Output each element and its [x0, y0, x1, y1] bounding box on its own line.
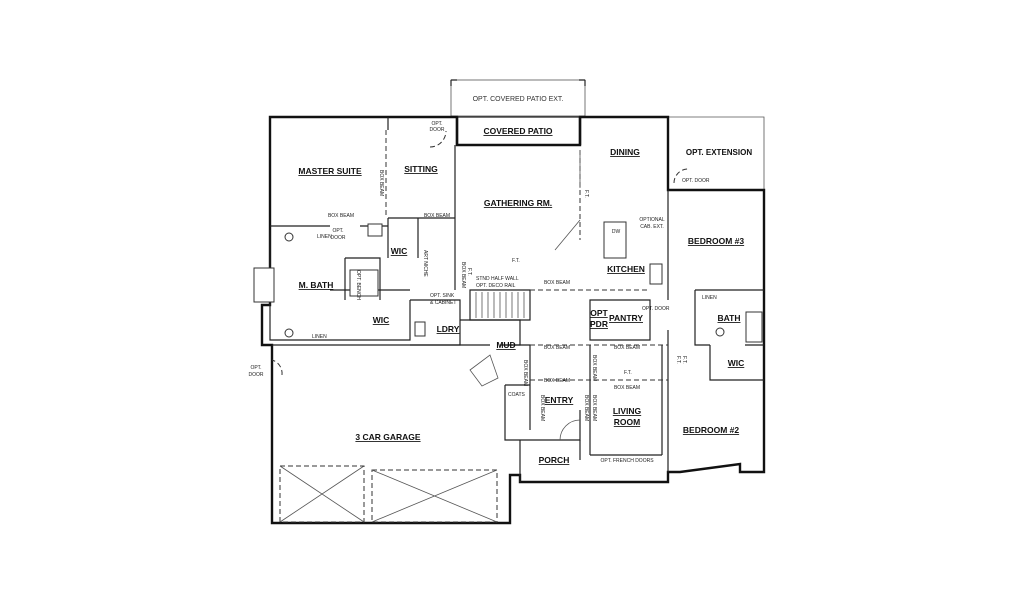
master-tub-icon [253, 267, 275, 303]
room-labels: COVERED PATIO MASTER SUITE SITTING GATHE… [298, 126, 752, 465]
room-bedroom-2: BEDROOM #2 [683, 425, 739, 435]
opt-door-icon [271, 359, 283, 376]
opt-covered-patio-ext: OPT. COVERED PATIO EXT. [450, 79, 586, 117]
note-box-beam-vertical-master: BOX BEAM [378, 170, 384, 196]
room-entry: ENTRY [545, 395, 574, 405]
angled-door-icon [469, 354, 499, 387]
note-linen-master: LINEN [317, 234, 332, 240]
entry-door-icon [559, 419, 581, 441]
note-ft-kitchen: F.T. [583, 190, 589, 198]
room-pantry: PANTRY [609, 313, 643, 323]
note-opt-door-bath-1: OPT. [332, 228, 343, 234]
stairs-icon [475, 292, 525, 318]
opt-door-icon [673, 168, 689, 184]
note-art-niche: ART NICHE [422, 250, 428, 277]
room-master-suite: MASTER SUITE [298, 166, 362, 176]
room-dining: DINING [610, 147, 640, 157]
washer-icon [414, 321, 426, 337]
room-bath: BATH [718, 313, 741, 323]
room-bedroom-3: BEDROOM #3 [688, 236, 744, 246]
garage-doors [279, 465, 498, 523]
note-opt-deco-rail: OPT. DECO RAIL [476, 283, 516, 289]
note-opt-door-garage-1: OPT. [250, 365, 261, 371]
note-opt-door-1a: OPT. [431, 121, 442, 127]
fixtures [253, 130, 763, 441]
room-gathering-rm: GATHERING RM. [484, 198, 552, 208]
note-opt-door-ext: OPT. DOOR [682, 178, 710, 184]
room-garage: 3 CAR GARAGE [355, 432, 421, 442]
note-stnd-half-wall: STND HALF WALL [476, 276, 519, 282]
note-box-beam-kitchen: BOX BEAM [544, 280, 570, 286]
note-box-beam-living: BOX BEAM [614, 385, 640, 391]
note-box-beam-mud: BOX BEAM [544, 345, 570, 351]
note-box-beam-entry: BOX BEAM [539, 395, 545, 421]
note-box-beam-master: BOX BEAM [328, 213, 354, 219]
note-ft-living: F.T. [624, 370, 632, 376]
note-box-beam-v1: BOX BEAM [522, 360, 528, 386]
exterior-walls [260, 115, 766, 525]
note-box-beam-living-v: BOX BEAM [583, 395, 589, 421]
note-box-beam-sitting: BOX BEAM [424, 213, 450, 219]
interior-walls [269, 117, 764, 482]
room-opt-pdr-line2: PDR [590, 319, 608, 329]
note-box-beam-v2: BOX BEAM [591, 355, 597, 381]
sink-icon [284, 328, 294, 338]
room-opt-pdr-line1: OPT [590, 308, 608, 318]
note-opt-door-pantry: OPT. DOOR [642, 306, 670, 312]
room-wic-master-lower: WIC [373, 315, 390, 325]
room-opt-extension: OPT. EXTENSION [686, 148, 752, 157]
note-ft-v2: F.T. [681, 356, 687, 364]
note-box-beam-vertical-stair: BOX BEAM [460, 262, 466, 288]
note-box-beam-mud-2: BOX BEAM [544, 378, 570, 384]
room-living-line2: ROOM [614, 417, 640, 427]
bath-tub-icon [745, 311, 763, 343]
note-linen-master-lower: LINEN [312, 334, 327, 340]
note-ft-vertical-stair: F.T. [466, 268, 472, 276]
plan-notes: OPT. DOOR OPT. DOOR BOX BEAM BOX BEAM BO… [249, 121, 718, 464]
toilet-icon [367, 223, 383, 237]
room-porch: PORCH [539, 455, 570, 465]
note-box-beam-pantry: BOX BEAM [614, 345, 640, 351]
note-opt-bench: OPT. BENCH [355, 270, 361, 300]
room-mud: MUD [496, 340, 515, 350]
room-sitting: SITTING [404, 164, 438, 174]
note-box-beam-v3: BOX BEAM [591, 395, 597, 421]
note-coats: COATS [508, 392, 526, 398]
note-opt-sink-1: OPT. SINK [430, 293, 455, 299]
room-ldry: LDRY [437, 324, 460, 334]
note-opt-sink-2: & CABINET [430, 300, 456, 306]
note-optional-cab-2: CAB. EXT. [640, 224, 664, 230]
note-optional-cab-1: OPTIONAL [639, 217, 665, 223]
opt-covered-patio-ext-label: OPT. COVERED PATIO EXT. [473, 96, 564, 103]
note-ft-v1: F.T. [675, 356, 681, 364]
note-opt-door-garage-2: DOOR [249, 372, 264, 378]
room-living-line1: LIVING [613, 406, 642, 416]
room-kitchen: KITCHEN [607, 264, 645, 274]
note-opt-door-bath-2: DOOR [331, 235, 346, 241]
room-covered-patio: COVERED PATIO [483, 126, 552, 136]
room-m-bath: M. BATH [299, 280, 334, 290]
sink-icon [715, 327, 725, 337]
room-wic-master-upper: WIC [391, 246, 408, 256]
note-ft-gathering: F.T. [512, 258, 520, 264]
note-linen-bath: LINEN [702, 295, 717, 301]
range-icon [649, 263, 663, 285]
note-opt-french-doors: OPT. FRENCH DOORS [600, 458, 654, 464]
kitchen-island-icon [603, 221, 627, 259]
note-opt-door-1b: DOOR [430, 127, 445, 133]
note-dw: DW [612, 229, 621, 235]
sink-icon [284, 232, 294, 242]
opt-door-icon [429, 130, 447, 148]
shower-icon [349, 269, 379, 297]
room-wic-bedroom-2: WIC [728, 358, 745, 368]
